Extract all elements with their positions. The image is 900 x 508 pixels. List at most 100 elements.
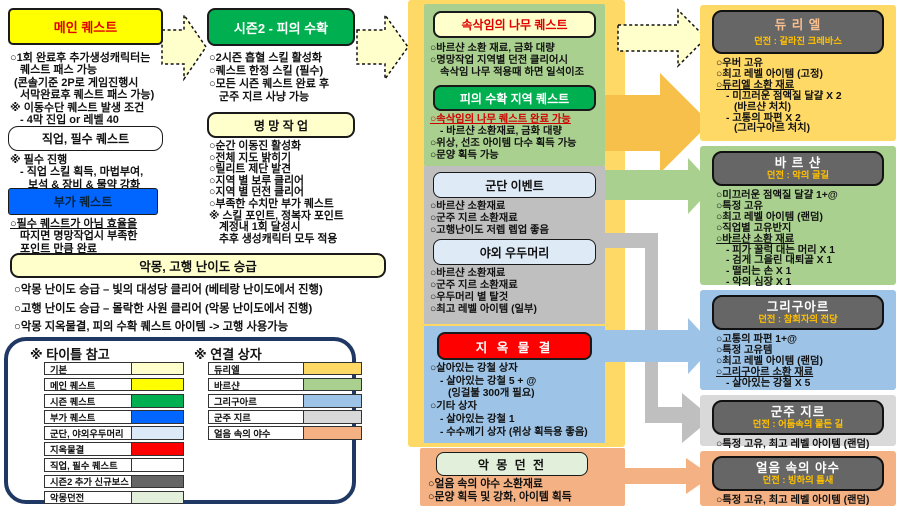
helltide-header: 지 옥 물 결 bbox=[437, 332, 592, 360]
world-boss-notes: ○바르샨 소환재료○군주 지르 소환재료○우두머리 별 탈것○최고 레벨 아이템… bbox=[430, 268, 537, 316]
lord-zir-dungeon-subtitle: 던전 : 어둠속의 물든 길 bbox=[752, 419, 844, 429]
text-line: ○얼음 속의 야수 소환재료 bbox=[428, 478, 543, 490]
text-line: - 4막 진입 or 레벨 40 bbox=[20, 114, 119, 127]
legend-title-header: ※ 타이틀 참고 bbox=[30, 347, 110, 362]
text-line: 보석 & 장비 & 물약 강화 bbox=[28, 178, 141, 191]
text-line: ○문양 획득 가능 bbox=[430, 150, 499, 161]
lord-zir-notes: ○특정 고유, 최고 레벨 아이템 (랜덤) bbox=[700, 439, 896, 451]
legend-label: 기본 bbox=[44, 362, 132, 376]
legend-swatch bbox=[132, 490, 184, 505]
text-line: ○퀘스트 한정 스킬 (필수) bbox=[209, 65, 324, 77]
text-line: ○고행 난이도 승급 – 몰락한 사원 클리어 (악몽 난이도에서 진행) bbox=[14, 302, 313, 315]
legend-label: 직업, 필수 퀘스트 bbox=[44, 458, 132, 472]
legend-label: 군단, 야외우두머리 bbox=[44, 426, 132, 440]
text-line: (그리구아르 처치) bbox=[734, 123, 811, 135]
arrow-main-to-season-icon bbox=[161, 12, 207, 82]
legend-row: 메인 퀘스트 bbox=[44, 378, 184, 392]
text-line: 계정내 1회 달성시 bbox=[219, 221, 301, 234]
text-line: ○1회 완료후 추가생성캐릭터는 bbox=[10, 52, 151, 64]
barshan-title: 바 르 샨 bbox=[774, 156, 822, 170]
legend-swatch bbox=[304, 378, 362, 392]
duriel-dungeon-subtitle: 던전 : 갈라진 크레바스 bbox=[754, 36, 842, 46]
blood-harvest-header: 피의 수확 지역 퀘스트 bbox=[433, 85, 596, 111]
text-line: 속삭임 나무 적용때 하면 일석이조 bbox=[440, 67, 585, 78]
legend-row: 얼음 속의 야수 bbox=[208, 426, 362, 440]
text-line: (바르샨 처치) bbox=[734, 101, 792, 113]
legend-row: 부가 퀘스트 bbox=[44, 410, 184, 424]
text-line: ○특정 고유, 최고 레벨 아이템 (랜덤) bbox=[716, 439, 870, 450]
grigoire-box: 그리구아르 던전 : 참회자의 전당 ○고통의 파편 1+@○특정 고유템○최고… bbox=[700, 290, 896, 390]
text-line: ○최고 레벨 아이템 (고정) bbox=[716, 68, 823, 80]
duriel-title: 듀 리 엘 bbox=[774, 18, 822, 32]
text-line: - 수수께기 상자 (위상 획득용 좋음) bbox=[440, 426, 588, 438]
grigoire-header: 그리구아르 던전 : 참회자의 전당 bbox=[712, 295, 884, 330]
legend-label: 군주 지르 bbox=[208, 410, 304, 424]
legend-label: 그리구아르 bbox=[208, 394, 304, 408]
legend-label: 부가 퀘스트 bbox=[44, 410, 132, 424]
text-line: ○바르샨 소환재료 bbox=[430, 201, 506, 212]
text-line: - 살아있는 강철 1 bbox=[440, 413, 515, 425]
legend-row: 바르샨 bbox=[208, 378, 362, 392]
arrow-blue-to-grigoire-icon bbox=[600, 318, 714, 374]
arrow-green-to-barshan-icon bbox=[600, 158, 714, 214]
legend-row: 시즌2 추가 신규보스 bbox=[44, 474, 184, 488]
text-line: ※ 이동수단 퀘스트 발생 조건 bbox=[10, 101, 145, 114]
legend-label: 듀리엘 bbox=[208, 362, 304, 376]
barshan-dungeon-subtitle: 던전 : 악의 굴길 bbox=[766, 170, 830, 180]
text-line: 포인트 만큼 완료 bbox=[20, 242, 97, 255]
legend-swatch bbox=[304, 426, 362, 440]
text-line: ○군주 지르 소환재료 bbox=[430, 280, 518, 291]
legend-row: 지옥물결 bbox=[44, 442, 184, 456]
text-line: - 살아있는 강철 5 + @ bbox=[440, 375, 537, 387]
text-line: ○모든 시즌 퀘스트 완료 후 bbox=[209, 78, 330, 90]
lord-zir-title: 군주 지르 bbox=[770, 405, 826, 419]
difficulty-upgrade-header: 악몽, 고행 난이도 승급 bbox=[10, 253, 386, 278]
text-line: ○순간 이동진 활성화 bbox=[209, 140, 301, 152]
duriel-header: 듀 리 엘 던전 : 갈라진 크레바스 bbox=[712, 10, 884, 54]
legend-row: 듀리엘 bbox=[208, 362, 362, 376]
text-line: ○특정 고유 bbox=[716, 200, 763, 212]
legend-row: 그리구아르 bbox=[208, 394, 362, 408]
legend-link-header: ※ 연결 상자 bbox=[194, 347, 262, 362]
text-line: ※ 스킬 포인트, 정복자 포인트 bbox=[209, 209, 344, 222]
text-line: ○최고 레벨 아이템 (일부) bbox=[430, 304, 537, 315]
legend-swatch bbox=[132, 474, 184, 488]
text-line: (잉걸불 300개 필요) bbox=[448, 388, 535, 400]
legend-swatch bbox=[132, 442, 184, 456]
arrow-region-to-duriel-dotted-icon bbox=[617, 8, 708, 68]
grigoire-title: 그리구아르 bbox=[766, 300, 830, 314]
job-quest-notes: ※ 필수 진행- 직업 스킬 획득, 마법부여,보석 & 장비 & 물약 강화 bbox=[10, 154, 143, 191]
legend-label: 시즌 퀘스트 bbox=[44, 394, 132, 408]
text-line: ○바르샨 소환 재료 bbox=[716, 233, 795, 245]
text-line: - 피가 꿀럭 대는 머리 X 1 bbox=[726, 244, 835, 256]
barshan-box: 바 르 샨 던전 : 악의 굴길 ○미끄러운 점액질 달걀 1+@○특정 고유○… bbox=[700, 146, 896, 288]
text-line: ○미끄러운 점액질 달걀 1+@ bbox=[716, 190, 838, 201]
text-line: ○군주 지르 소환재료 bbox=[430, 213, 518, 224]
text-line: - 악의 심장 X 1 bbox=[726, 277, 792, 289]
legend-row: 악몽던전 bbox=[44, 490, 184, 505]
difficulty-upgrade-notes: ○악몽 난이도 승급 – 빛의 대성당 클리어 (베테랑 난이도에서 진행)○고… bbox=[14, 281, 323, 337]
season-quest-header: 시즌2 - 피의 수확 bbox=[207, 8, 355, 46]
barshan-notes: ○미끄러운 점액질 달걀 1+@○특정 고유○최고 레벨 아이템 (랜덤)○직업… bbox=[700, 190, 896, 289]
legend-label: 지옥물결 bbox=[44, 442, 132, 456]
text-line: ○살아있는 강철 상자 bbox=[430, 363, 518, 374]
text-line: ○바르샨 소환 재료, 금화 대량 bbox=[430, 43, 555, 54]
text-line: ○특정 고유템 bbox=[716, 344, 773, 356]
text-line: ○듀리엘 소환 재료 bbox=[716, 79, 795, 91]
nightmare-dungeon-header: 악 몽 던 전 bbox=[436, 452, 588, 476]
legend-label: 얼음 속의 야수 bbox=[208, 426, 304, 440]
text-line: - 검게 그을린 대퇴골 X 1 bbox=[726, 255, 833, 267]
legend-label: 시즌2 추가 신규보스 bbox=[44, 474, 132, 488]
legend-swatch bbox=[132, 378, 184, 392]
text-line: ○특정 고유, 최고 레벨 아이템 (랜덤) bbox=[716, 495, 870, 506]
legion-event-header: 군단 이벤트 bbox=[433, 172, 596, 198]
text-line: ○우두머리 별 탈것 bbox=[430, 292, 509, 303]
text-line: ○기타 상자 bbox=[430, 401, 477, 413]
blood-harvest-notes: ○속삭임의 나무 퀘스트 완료 가능- 바르샨 소환재료, 금화 대량○위상, … bbox=[430, 114, 577, 162]
legend-label: 악몽던전 bbox=[44, 490, 132, 505]
nightmare-dungeon-notes: ○얼음 속의 야수 소환재료○문양 획득 및 강화, 아이템 획득 bbox=[428, 478, 572, 504]
